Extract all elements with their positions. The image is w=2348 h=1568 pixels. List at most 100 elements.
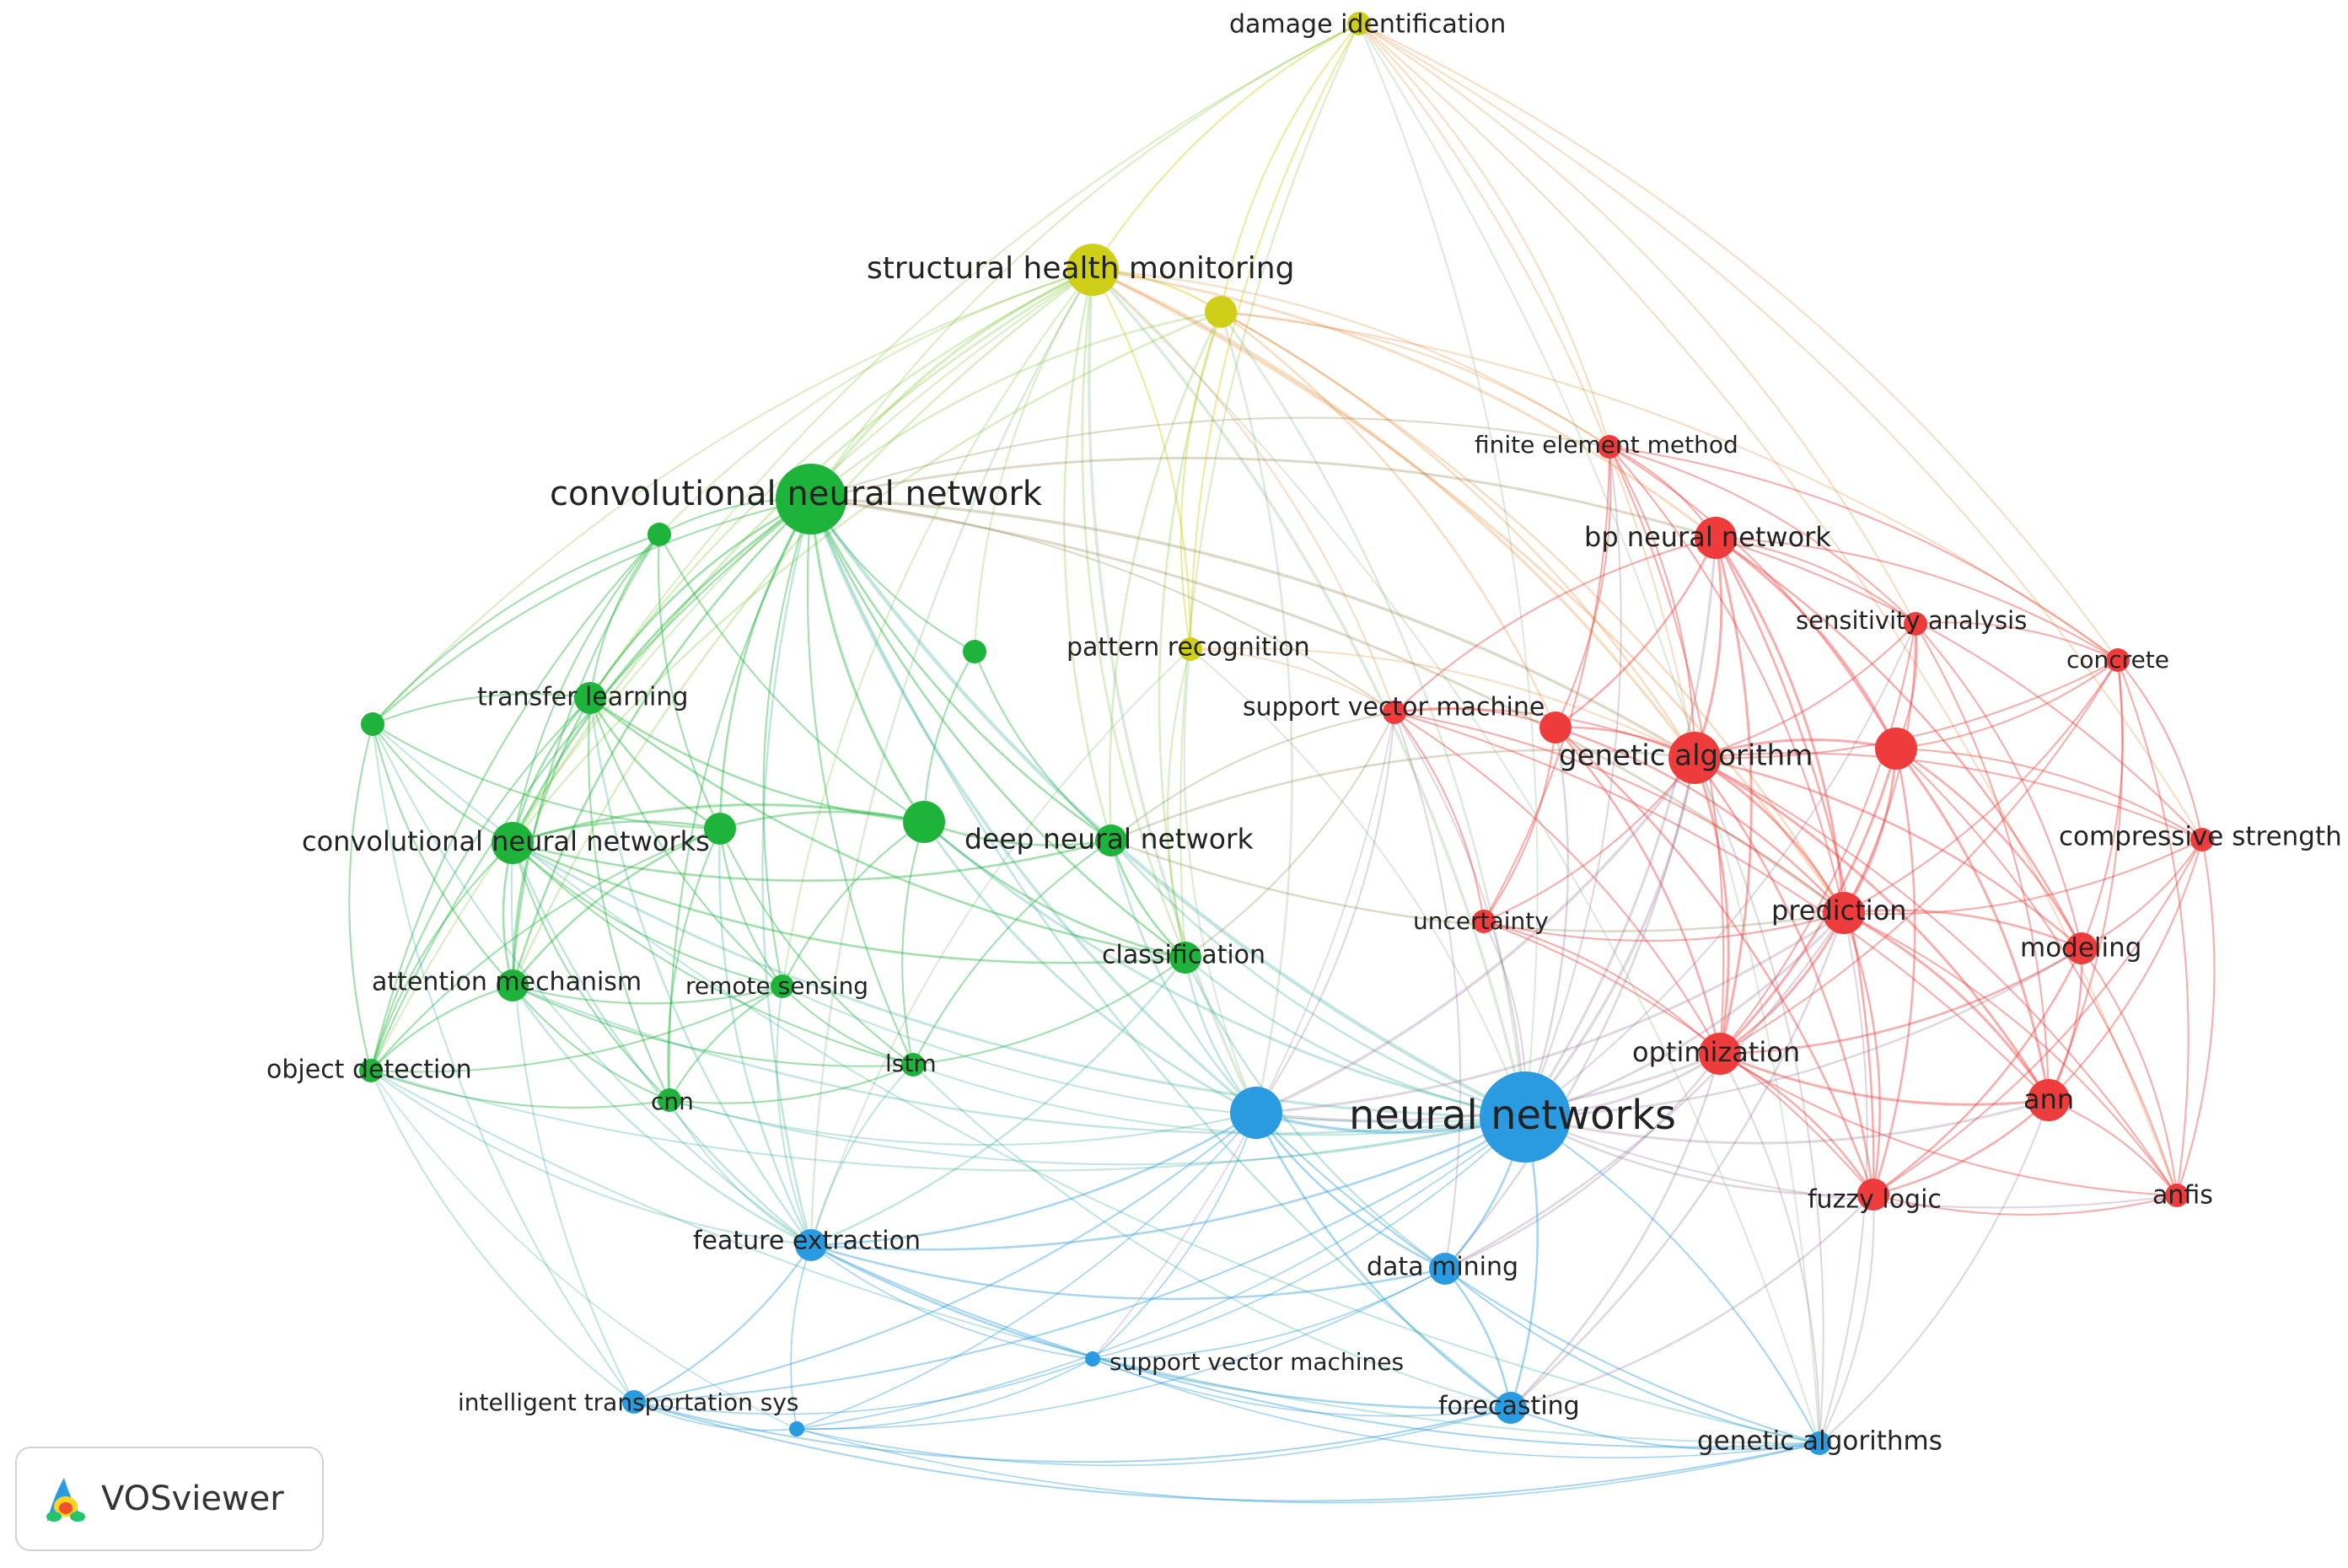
node-lstm[interactable] [901,1053,925,1077]
link-cnn-nn [669,1098,1526,1166]
node-g1[interactable] [647,523,671,546]
node-ann[interactable] [2028,1079,2070,1121]
link-shm-classification [1081,269,1187,959]
node-uncertainty[interactable] [1472,910,1496,933]
link-bp-svm [1394,536,1717,713]
link-sensitivity-optimization [1719,623,1917,1055]
label-ann: ann [2023,1083,2074,1115]
node-bp[interactable] [1695,517,1737,559]
node-optimization[interactable] [1699,1033,1741,1075]
link-prediction-datamining [1444,912,1846,1270]
link-y2-cnn_net [810,310,1222,500]
link-datamining-forecasting [1444,1268,1512,1409]
node-prediction[interactable] [1823,892,1865,934]
node-r2[interactable] [1875,728,1917,770]
label-cnn_net: convolutional neural network [550,475,1043,513]
node-damage[interactable] [1347,12,1371,35]
node-g4[interactable] [704,813,736,845]
link-r2-fuzzy [1872,748,1916,1195]
node-r1[interactable] [1539,712,1572,744]
label-cnns: convolutional neural networks [302,825,710,857]
link-g3-feature [372,723,812,1246]
node-svm[interactable] [1383,701,1406,724]
node-classification[interactable] [1169,942,1201,974]
link-g4-g5 [719,810,925,830]
link-feature-svms [810,1244,1093,1360]
link-compressive-anfis [2176,839,2216,1196]
node-svms[interactable] [1085,1351,1100,1367]
link-ga-fuzzy [1693,757,1875,1195]
node-object[interactable] [359,1059,383,1082]
node-dnn[interactable] [1095,824,1127,856]
node-b2[interactable] [789,1421,804,1436]
node-gas[interactable] [1808,1431,1831,1455]
node-anfis[interactable] [2165,1184,2189,1207]
node-fuzzy[interactable] [1857,1179,1889,1211]
node-g2[interactable] [963,640,986,663]
link-attention-remote [512,984,783,1005]
link-remote-object [370,985,783,1073]
node-y2[interactable] [1205,296,1237,328]
node-ga[interactable] [1668,732,1721,784]
label-attention: attention mechanism [372,968,642,997]
node-feature[interactable] [795,1229,827,1261]
link-bp-ga [1693,537,1723,759]
node-g5[interactable] [903,801,945,843]
label-modeling: modeling [2020,933,2141,964]
node-concrete[interactable] [2106,648,2130,672]
link-shm-b1 [1088,269,1258,1114]
node-cnn[interactable] [658,1088,681,1112]
link-transfer-object [369,697,591,1071]
link-prediction-modeling [1843,909,2082,950]
link-bp-nn [1523,537,1717,1118]
link-attention-cnn [512,985,670,1101]
label-pattern: pattern recognition [1067,633,1310,663]
link-g1-attention [511,534,660,986]
node-pattern[interactable] [1179,637,1202,661]
link-b1-feature [810,1111,1257,1247]
node-b1[interactable] [1230,1087,1282,1139]
link-optimization-anfis [1719,1053,2178,1197]
link-bp-sensitivity [1715,536,1916,625]
link-fem-r2 [1609,446,1897,749]
link-g3-g4 [372,723,721,830]
link-bp-concrete [1715,536,2119,661]
link-pattern-nn [1190,648,1526,1118]
node-its[interactable] [622,1390,646,1414]
link-sensitivity-modeling [1915,623,2083,949]
link-y2-fem [1220,310,1610,448]
link-b2-forecasting [796,1407,1512,1467]
node-shm[interactable] [1067,244,1119,296]
node-datamining[interactable] [1429,1253,1461,1285]
link-nn-attention [512,984,1526,1135]
node-transfer[interactable] [574,682,606,714]
node-remote[interactable] [771,975,794,998]
link-shm-bp [1092,268,1717,540]
node-forecasting[interactable] [1495,1392,1527,1424]
node-cnns[interactable] [492,822,534,864]
link-r1-optimization [1555,727,1722,1055]
link-ga-anfis [1694,757,2178,1196]
node-compressive[interactable] [2190,828,2214,851]
link-feature-forecasting [810,1243,1512,1410]
node-cnn_net[interactable] [776,464,846,534]
link-shm-dnn [1063,269,1113,841]
link-fuzzy-forecasting [1510,1194,1874,1410]
link-g5-classification [923,821,1186,959]
link-concrete-prediction [1843,659,2119,914]
link-g3-its [371,723,635,1403]
link-nn-svms [1092,1116,1526,1360]
link-prediction-nn [1524,911,1846,1119]
link-prediction-gas [1818,912,1868,1444]
label-concrete: concrete [2066,646,2169,674]
node-attention[interactable] [497,969,529,1001]
node-g3[interactable] [361,712,384,736]
node-sensitivity[interactable] [1904,612,1927,636]
link-datamining-gas [1444,1268,1820,1445]
node-fem[interactable] [1598,435,1621,459]
link-g3-object [348,723,374,1071]
link-cnns-lstm [512,842,914,1066]
node-modeling[interactable] [2066,932,2098,964]
node-nn[interactable] [1480,1071,1571,1163]
link-shm-cnns [511,268,1093,844]
